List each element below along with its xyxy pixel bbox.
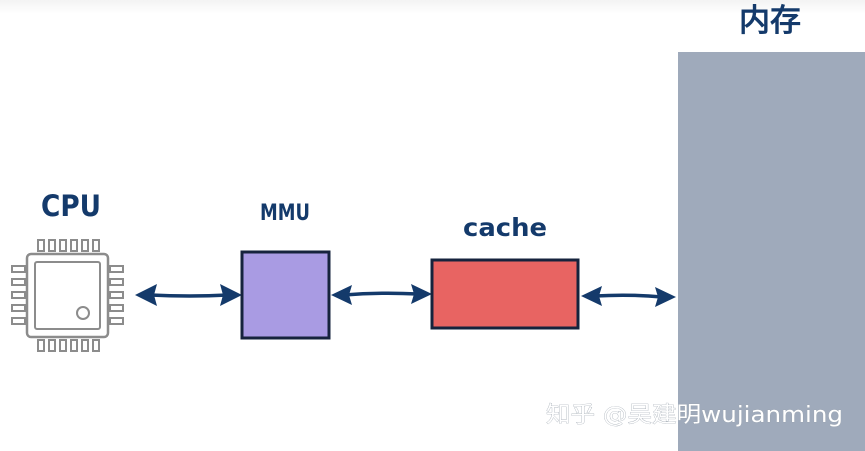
top-shadow-band <box>0 0 865 14</box>
arrow-cache-memory <box>581 286 676 307</box>
memory-label: 内存 <box>739 3 801 39</box>
cpu-label: CPU <box>41 189 101 223</box>
memory-block <box>678 52 865 451</box>
watermark-text: 知乎 @吴建明wujianming <box>546 403 843 428</box>
mmu-label: MMU <box>260 201 310 226</box>
cache-box <box>430 258 580 330</box>
cpu-chip-icon <box>11 239 124 352</box>
mmu-box <box>240 250 331 340</box>
arrow-cpu-mmu <box>135 284 242 306</box>
cache-label: cache <box>463 213 547 242</box>
arrow-mmu-cache <box>331 284 432 305</box>
